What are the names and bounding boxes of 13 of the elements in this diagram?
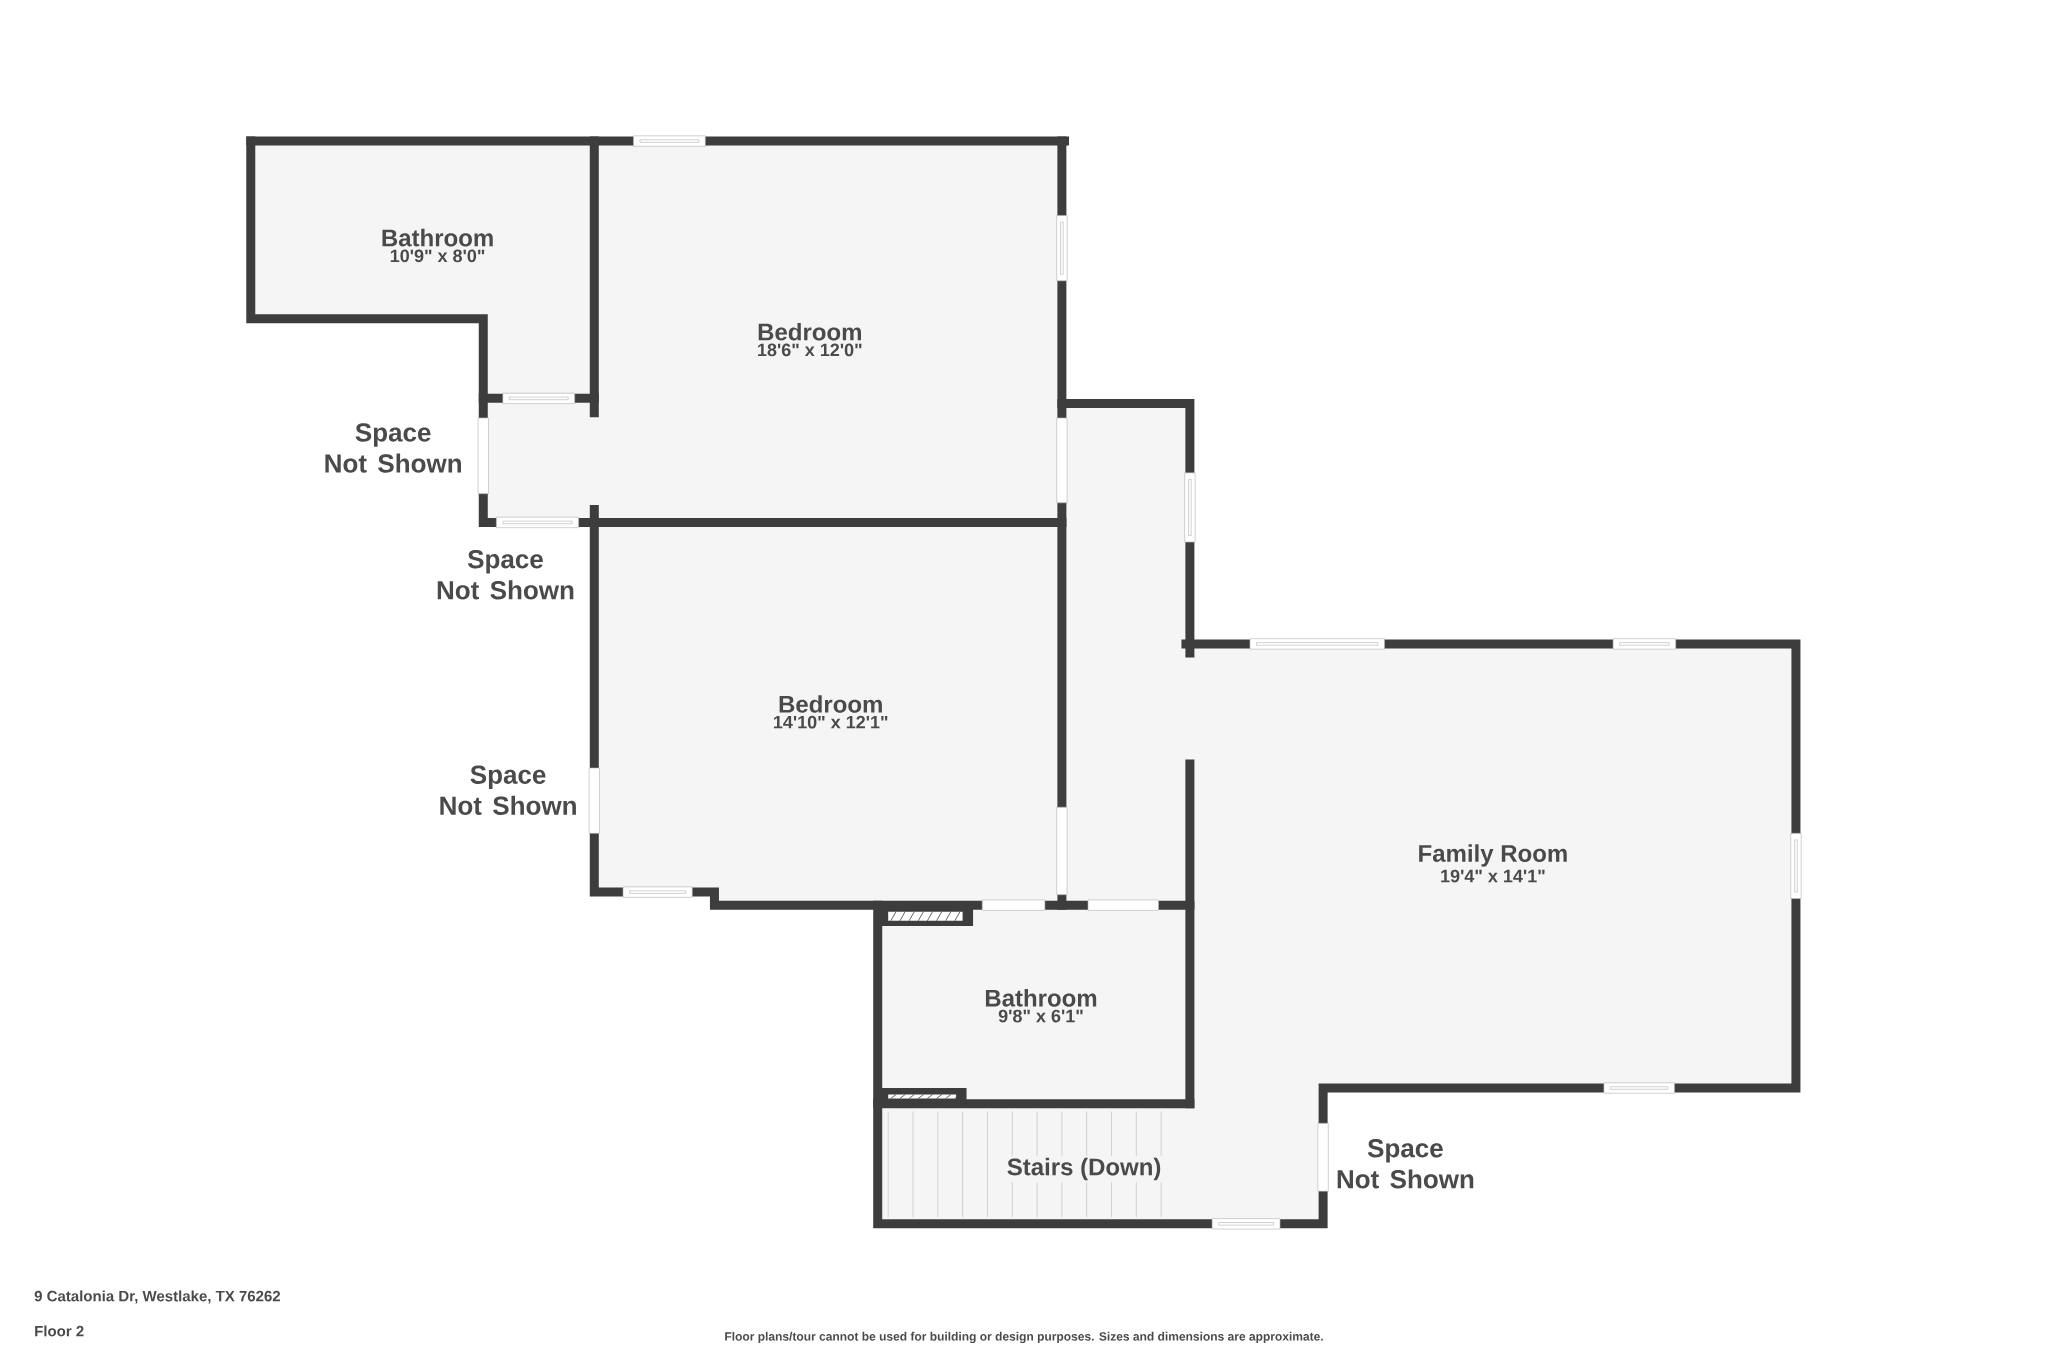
stairs-label: Stairs (Down) xyxy=(1004,1155,1164,1183)
space-note: Space Not Shown xyxy=(325,423,461,473)
space-note: Space Not Shown xyxy=(437,550,574,600)
room-label: Bathroom 9'8" x 6'1" xyxy=(985,989,1097,1023)
disclaimer-text: Floor plans/tour cannot be used for building or design purposes. Sizes and dimensions are approximate. xyxy=(725,1331,1323,1344)
address-text: 9 Catalonia Dr, Westlake, TX 76262 xyxy=(34,1290,281,1304)
room-label: Bedroom 18'6" x 12'0" xyxy=(758,322,862,357)
floor-label: Floor 2 xyxy=(35,1325,84,1337)
space-note: Space Not Shown xyxy=(1337,1139,1474,1189)
room-label: Family Room 19'4" x 14'1" xyxy=(1419,844,1567,883)
room-label: Bathroom 10'9" x 8'0" xyxy=(382,228,493,263)
room-label: Bedroom 14'10" x 12'1" xyxy=(774,695,888,729)
space-note: Space Not Shown xyxy=(440,765,576,815)
